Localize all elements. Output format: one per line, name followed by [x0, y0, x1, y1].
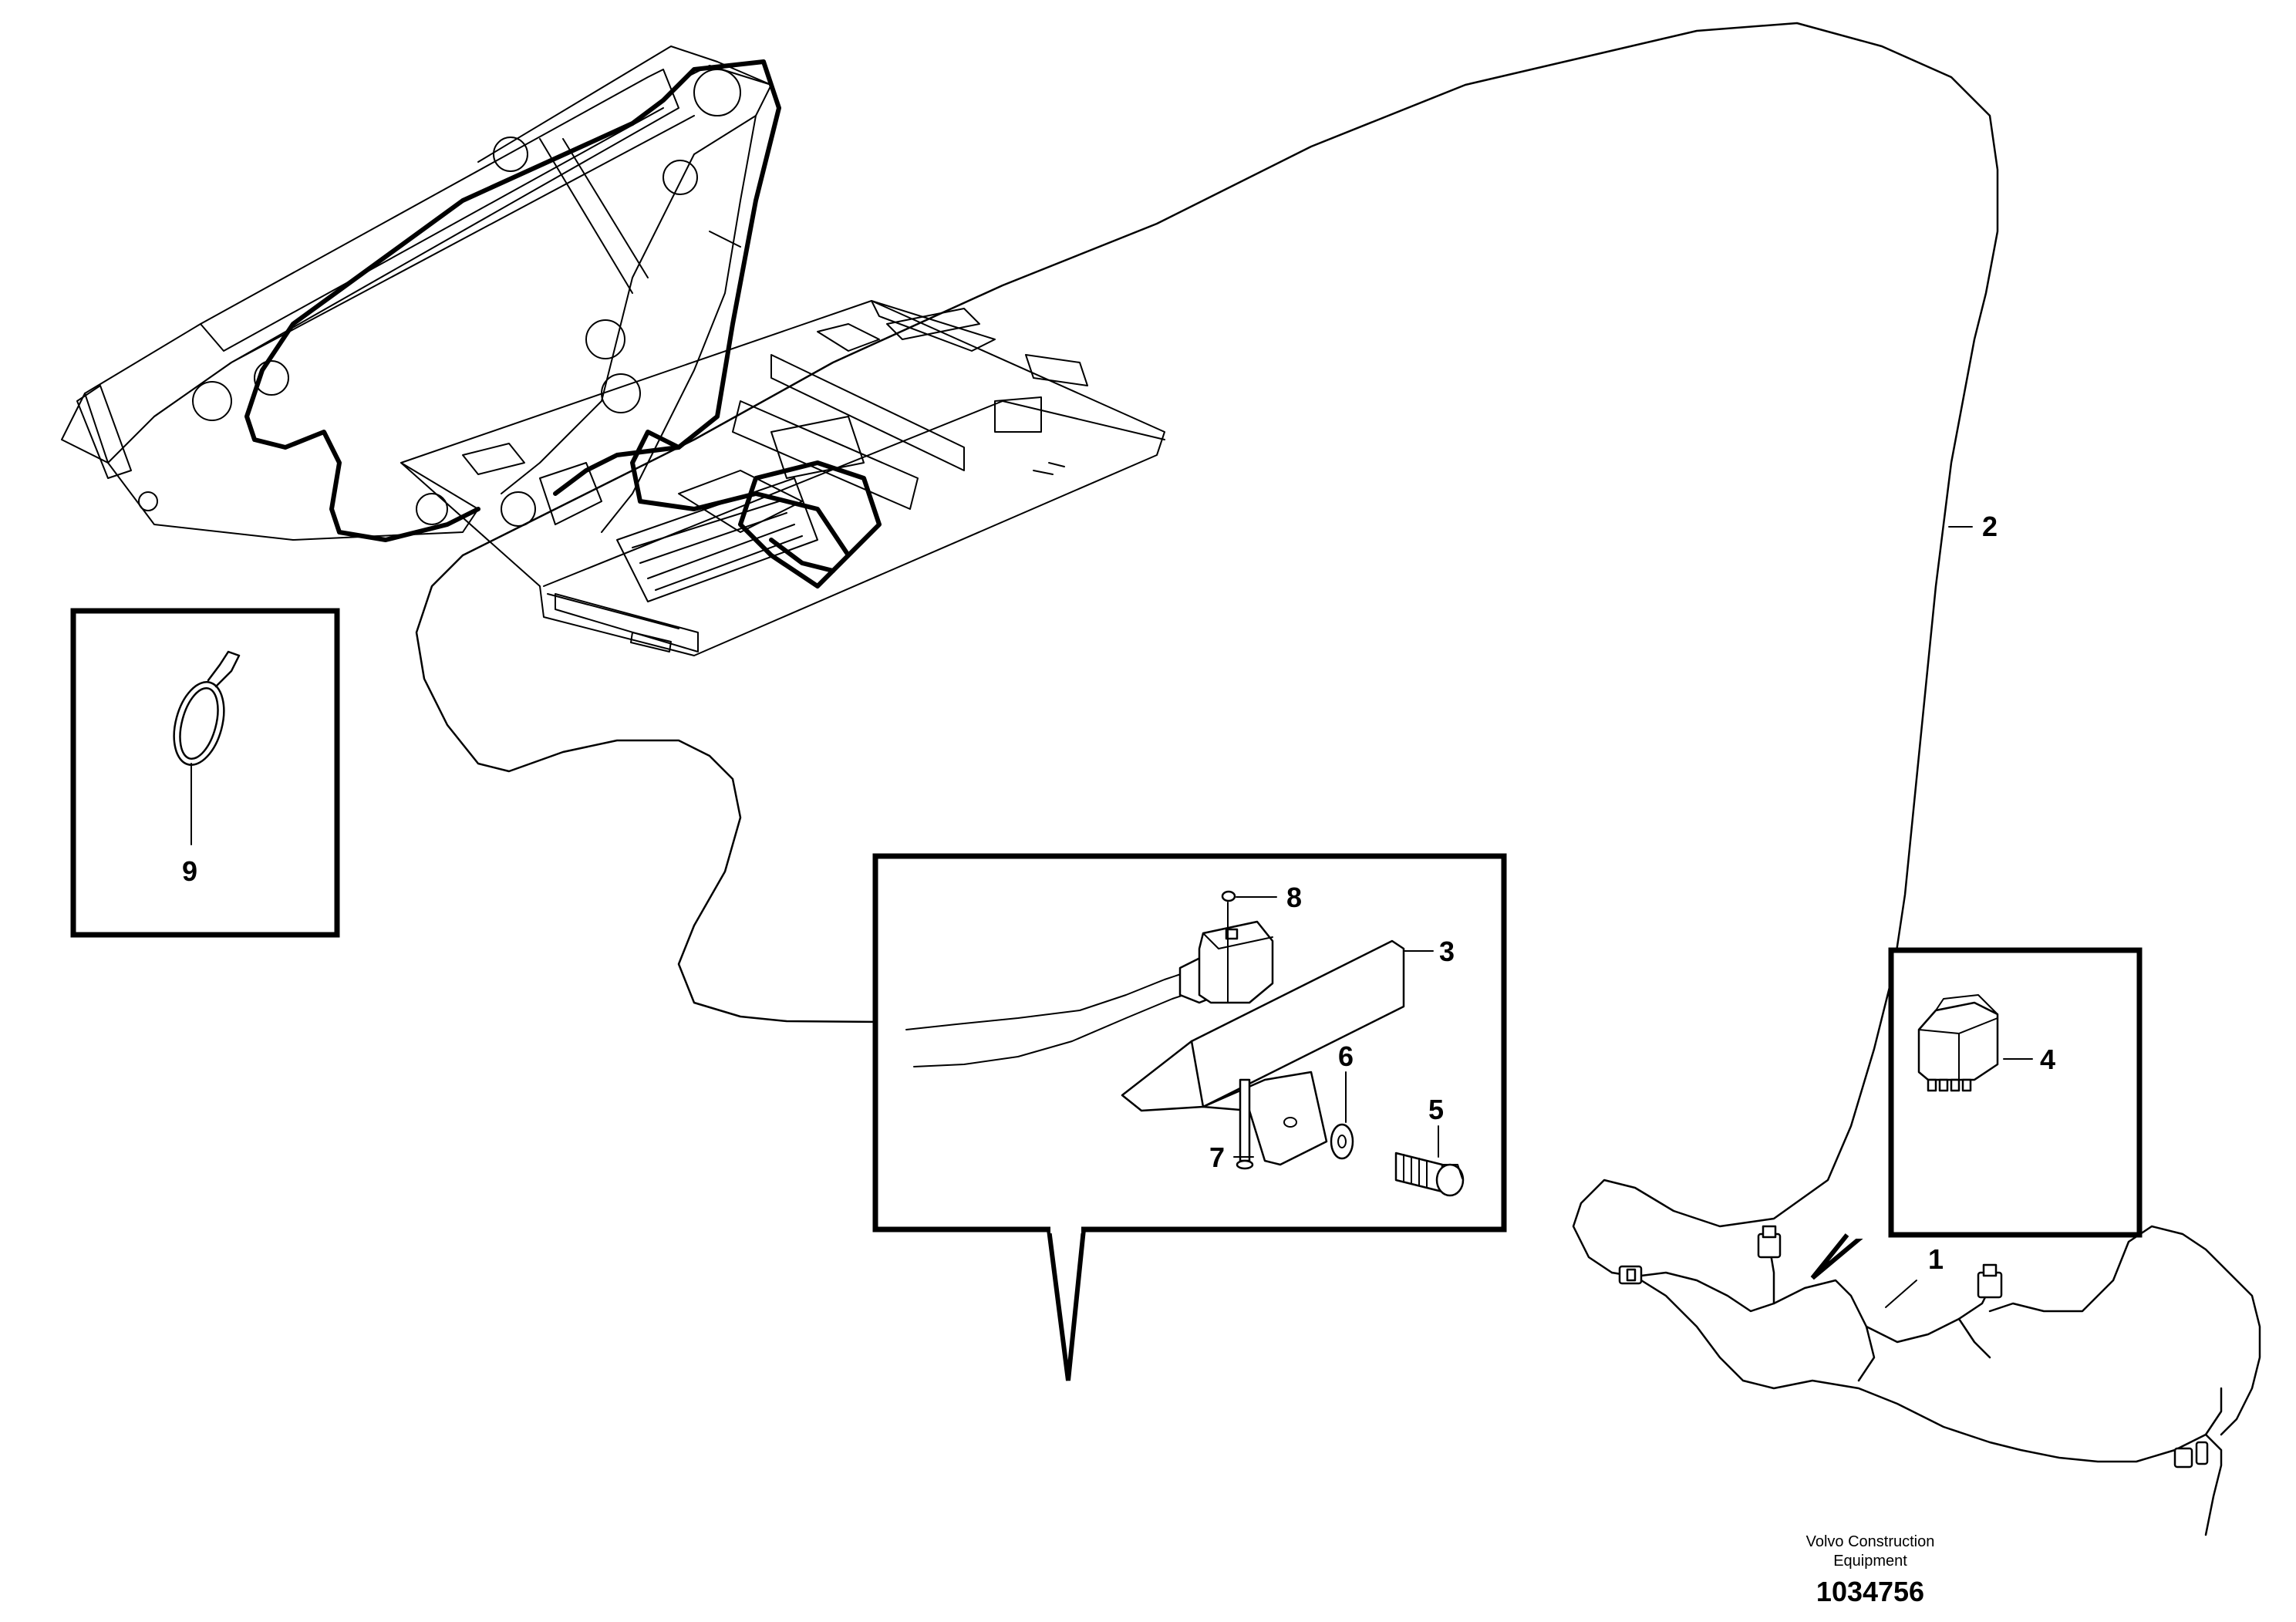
callout-3: 3 — [1439, 936, 1455, 967]
harness-connector-d — [2173, 1441, 2209, 1469]
callout-8: 8 — [1286, 882, 1302, 913]
company-name-line1: Volvo Construction — [1806, 1533, 1935, 1550]
callout-4: 4 — [2040, 1044, 2055, 1075]
main-harness-cable — [415, 22, 1999, 1274]
branch-harness-cable — [1610, 1271, 2223, 1463]
cable-tie-icon — [173, 650, 241, 766]
callout-2: 2 — [1982, 511, 1998, 542]
angle-bracket — [1121, 939, 1405, 1166]
company-name-line2: Equipment — [1833, 1553, 1907, 1570]
harness-connector-a — [1618, 1265, 1643, 1285]
callout-6: 6 — [1338, 1040, 1354, 1072]
detail-box-bracket-mounting — [872, 853, 1507, 1381]
harness-connector-c — [1977, 1263, 2003, 1299]
harness-connector-b — [1757, 1225, 1782, 1259]
callout-9: 9 — [182, 855, 197, 887]
bolt-item-5 — [1394, 1152, 1465, 1197]
callout-1: 1 — [1928, 1243, 1944, 1275]
callout-5: 5 — [1428, 1094, 1444, 1125]
callout-7: 7 — [1209, 1141, 1225, 1173]
drawing-number: 1034756 — [1816, 1576, 1924, 1607]
switch-item-4 — [1917, 994, 1999, 1092]
connector-body — [1178, 920, 1274, 1004]
detail-box-cable-tie — [70, 608, 340, 938]
screw-item-7 — [1236, 1078, 1254, 1170]
pin-item-8 — [1221, 890, 1236, 1003]
detail-box-switch — [1810, 947, 2143, 1280]
excavator-machine-illustration — [61, 46, 1165, 656]
washer-item-6 — [1330, 1123, 1354, 1160]
